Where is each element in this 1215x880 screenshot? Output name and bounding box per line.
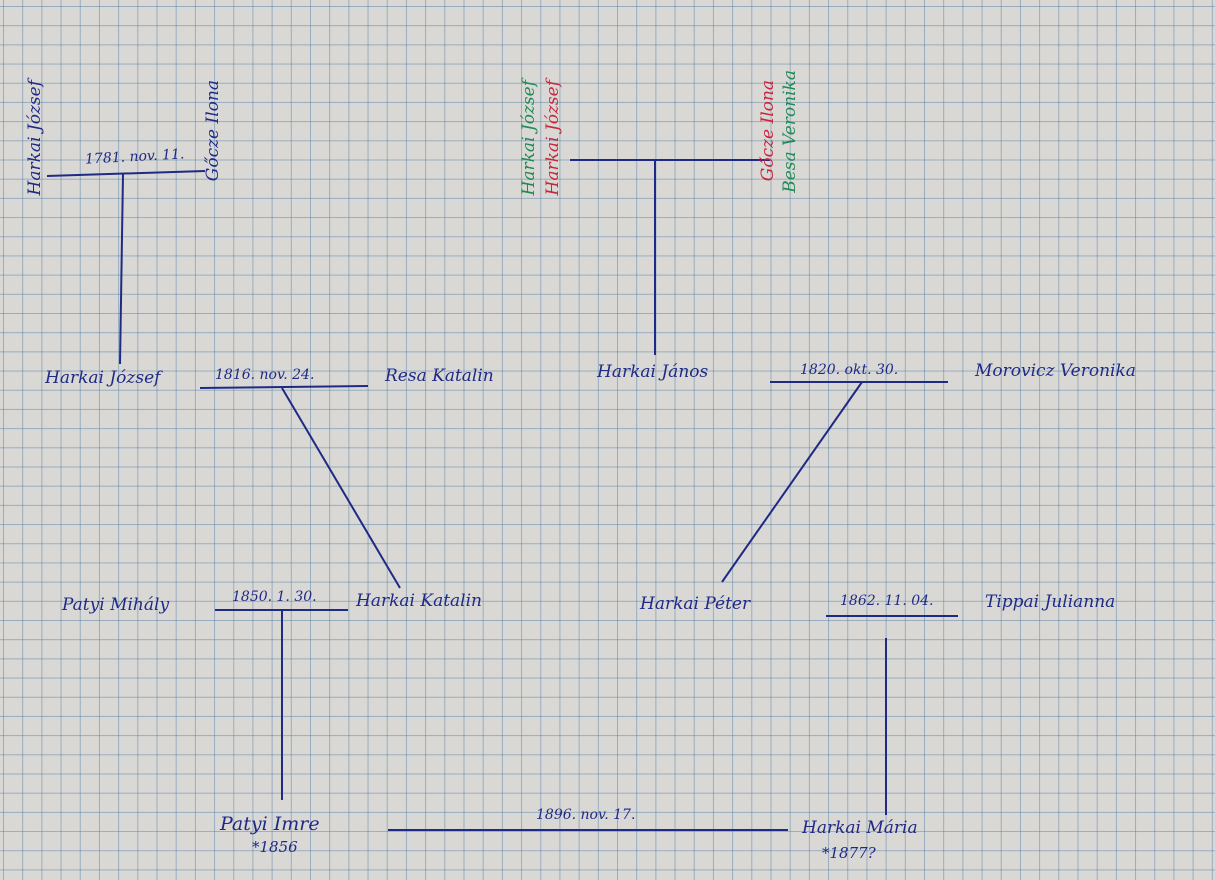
marriage-date-1816: 1816. nov. 24.: [215, 367, 315, 383]
person-besa-veronika-green: Besa Veronika: [780, 70, 800, 193]
person-harkai-jozsef-red: Harkai József: [543, 80, 563, 196]
birth-year-patyi-imre: *1856: [252, 838, 298, 856]
marriage-date-1862: 1862. 11. 04.: [840, 593, 934, 609]
marriage-date-1850: 1850. 1. 30.: [232, 589, 317, 605]
person-harkai-janos: Harkai János: [597, 362, 709, 382]
marriage-line-1781: [46, 170, 206, 177]
descent-line-1781: [119, 173, 124, 365]
person-harkai-jozsef-gen1: Harkai József: [25, 80, 45, 196]
person-gocze-ilona-red: Gőcze Ilona: [758, 80, 778, 182]
marriage-line-1816: [199, 385, 369, 389]
person-harkai-katalin: Harkai Katalin: [356, 591, 482, 611]
person-harkai-maria: Harkai Mária: [802, 818, 918, 838]
person-tippai-julianna: Tippai Julianna: [985, 592, 1116, 612]
person-patyi-mihaly: Patyi Mihály: [62, 595, 170, 615]
person-morovicz-veronika: Morovicz Veronika: [975, 361, 1136, 381]
person-patyi-imre: Patyi Imre: [220, 813, 320, 835]
marriage-date-1820: 1820. okt. 30.: [800, 362, 899, 378]
person-gocze-ilona-gen1: Gőcze Ilona: [203, 80, 223, 182]
marriage-date-1896: 1896. nov. 17.: [536, 807, 636, 823]
birth-year-harkai-maria: *1877?: [822, 844, 876, 862]
person-harkai-peter: Harkai Péter: [640, 594, 751, 614]
person-harkai-jozsef-green: Harkai József: [519, 80, 539, 196]
descent-line-1820: [721, 381, 863, 583]
person-harkai-jozsef-gen2: Harkai József: [45, 368, 161, 388]
descent-line-1816: [281, 387, 401, 589]
person-resa-katalin: Resa Katalin: [385, 366, 494, 386]
